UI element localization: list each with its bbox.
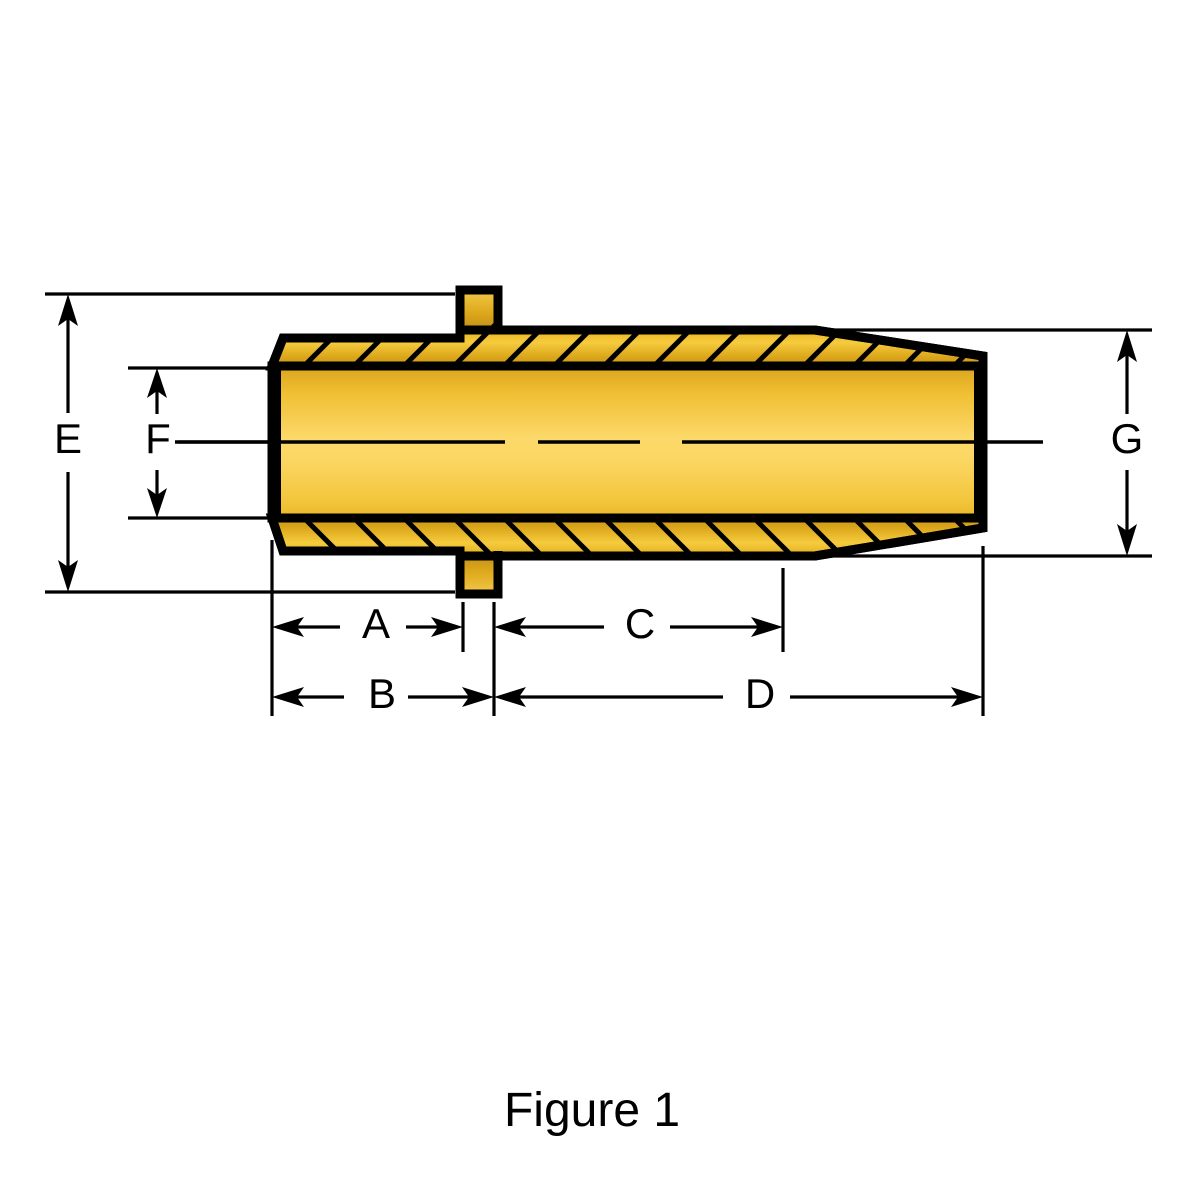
dimension-B-arrow-right <box>462 687 494 707</box>
dimension-G-arrow-up <box>1117 330 1137 362</box>
part-cross-section <box>175 285 1043 599</box>
dimension-A-label: A <box>362 600 390 647</box>
dimension-F-arrow-up <box>147 368 167 398</box>
dimension-D: D <box>494 670 983 717</box>
dimension-C: C <box>494 600 783 647</box>
dimension-C-arrow-left <box>494 617 526 637</box>
dimension-F: F <box>128 366 278 520</box>
dimension-D-arrow-left <box>494 687 526 707</box>
dimension-D-label: D <box>745 670 775 717</box>
dimension-E-arrow-down <box>58 560 78 592</box>
dimension-A: A <box>272 600 463 647</box>
dimension-E: E <box>45 292 455 594</box>
dimension-E-arrow-up <box>58 294 78 326</box>
dimension-B-label: B <box>368 670 396 717</box>
bottom-outer-profile <box>267 516 988 561</box>
dimension-G-label: G <box>1111 415 1144 462</box>
top-ridge-outline <box>455 285 503 334</box>
dimension-C-label: C <box>625 600 655 647</box>
dimension-F-label: F <box>145 415 171 462</box>
dimension-B: B <box>272 670 494 717</box>
figure-caption: Figure 1 <box>504 1084 680 1137</box>
dimension-F-arrow-down <box>147 488 167 518</box>
dimension-B-arrow-left <box>272 687 304 707</box>
bottom-ridge-outline <box>455 551 503 599</box>
dimension-C-arrow-right <box>751 617 783 637</box>
dimension-G-arrow-down <box>1117 524 1137 556</box>
top-outer-profile <box>267 325 988 368</box>
dimension-D-arrow-right <box>951 687 983 707</box>
dimension-A-arrow-right <box>431 617 463 637</box>
dimension-A-arrow-left <box>272 617 304 637</box>
dimension-E-label: E <box>54 415 82 462</box>
